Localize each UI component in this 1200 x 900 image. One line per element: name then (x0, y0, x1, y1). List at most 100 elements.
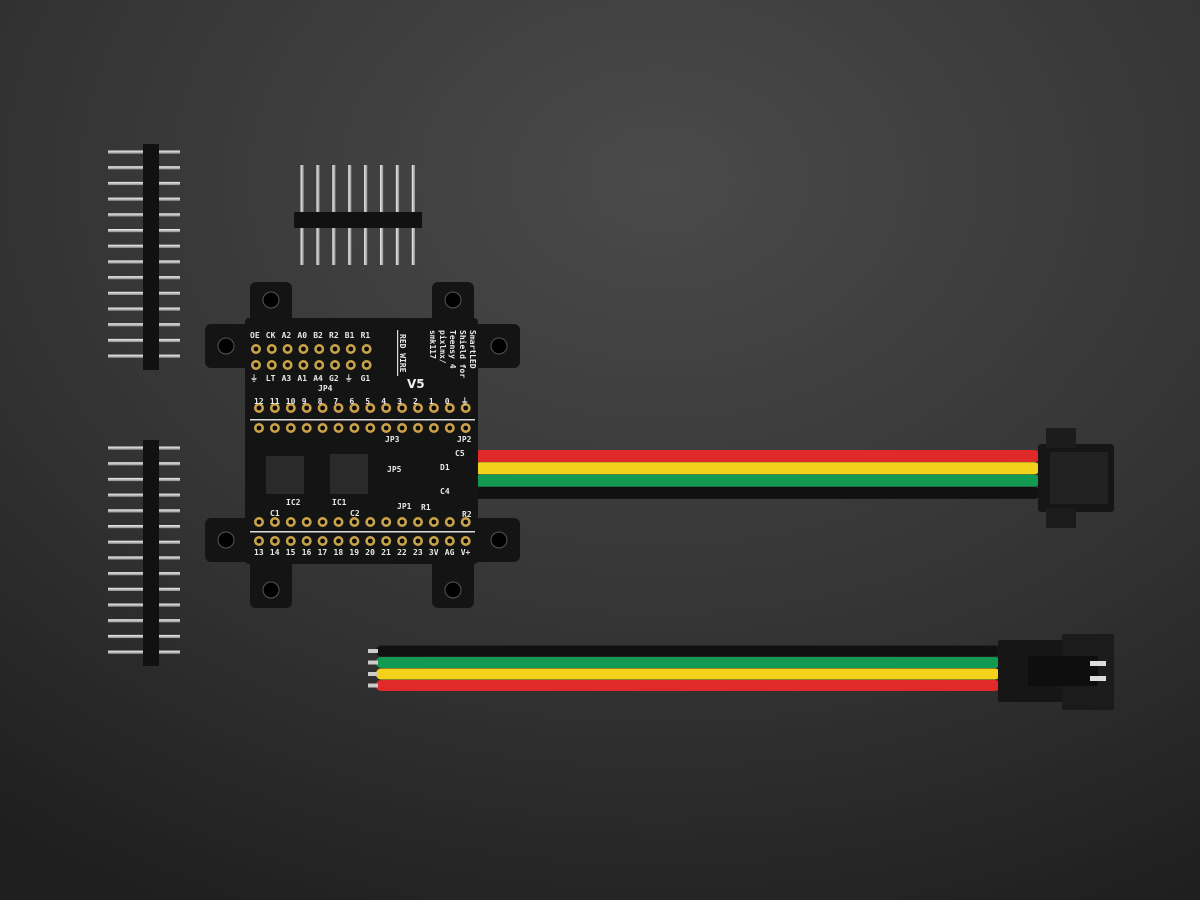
wire (474, 462, 1040, 475)
pad-hole (285, 362, 290, 368)
pin-header-left-bottom (108, 440, 180, 666)
silkscreen-line (397, 330, 399, 376)
pad-hole (415, 425, 421, 431)
component-label: D1 (440, 463, 450, 472)
pad-hole (352, 519, 357, 525)
pad-hole (272, 425, 278, 431)
pad-hole (320, 538, 325, 544)
pin-label: CK (266, 331, 276, 340)
pin-number: 15 (286, 548, 296, 557)
cable-wires (474, 450, 1040, 499)
wire-tip (368, 660, 378, 665)
pin-number: 20 (365, 548, 375, 557)
pad-hole (463, 425, 469, 431)
pin-number: 17 (318, 548, 328, 557)
pin-number: 7 (334, 397, 339, 406)
pin-number: 18 (334, 548, 344, 557)
header-plastic (143, 144, 159, 370)
wire (474, 474, 1040, 487)
pad-hole (415, 519, 421, 525)
pad-hole (256, 425, 262, 431)
pad-hole (336, 538, 341, 544)
pin-label: OE (250, 331, 260, 340)
pad-hole (399, 538, 405, 544)
pad-hole (256, 405, 262, 411)
pad-hole (320, 519, 325, 525)
pad-hole (256, 519, 262, 525)
pin-number: 23 (413, 548, 423, 557)
pin-number: AG (445, 548, 455, 557)
pad-hole (447, 538, 453, 544)
silkscreen-line (250, 419, 475, 421)
socket-connector (1038, 428, 1114, 528)
component-label: JP2 (457, 435, 472, 444)
pad-hole (332, 362, 338, 368)
pin-label: B1 (345, 331, 355, 340)
pin-label: R1 (361, 331, 371, 340)
board-title-line: pixlmx/ (438, 330, 448, 364)
pad-hole (383, 538, 389, 544)
pad-hole (336, 425, 341, 431)
wire (376, 657, 1000, 668)
pad-hole (447, 405, 453, 411)
pad-hole (272, 519, 278, 525)
pad-hole (383, 425, 389, 431)
pad-hole (364, 346, 369, 352)
wire-tip (368, 683, 378, 688)
wire-tip (368, 672, 378, 676)
pad-hole (463, 538, 469, 544)
component-label: C1 (270, 509, 280, 518)
pad-hole (285, 346, 290, 352)
pad-hole (304, 405, 310, 411)
pad-hole (253, 362, 259, 368)
pin-number: 4 (381, 397, 386, 406)
wire (376, 668, 1000, 680)
component-label: JP1 (397, 502, 412, 511)
pin-label: LT (266, 374, 276, 383)
component-label: R1 (421, 503, 431, 512)
pin-number: 8 (318, 397, 323, 406)
pad-hole (288, 538, 294, 544)
wire (474, 486, 1040, 499)
pad-hole (447, 425, 453, 431)
pad-hole (288, 519, 294, 525)
pin-number: 14 (270, 548, 280, 557)
wire (474, 450, 1040, 462)
pin-number: 21 (381, 548, 391, 557)
wire (376, 680, 1000, 691)
pad-hole (288, 425, 294, 431)
pin-number: 12 (254, 397, 264, 406)
pin-number: 16 (302, 548, 312, 557)
pad-hole (399, 425, 405, 431)
pad-hole (431, 538, 437, 544)
pin-number: 6 (349, 397, 354, 406)
pin-number: 0 (445, 397, 450, 406)
pad-hole (415, 538, 421, 544)
board-title-line: Shield for (458, 330, 468, 378)
pin-number: 10 (286, 397, 296, 406)
pad-hole (399, 405, 405, 411)
ic1-chip (330, 454, 368, 494)
pad-hole (269, 346, 275, 352)
pad-hole (256, 538, 262, 544)
pad-hole (383, 405, 389, 411)
pad-hole (367, 425, 373, 431)
pad-hole (336, 405, 341, 411)
pin-label: G2 (329, 374, 339, 383)
version-label: V5 (407, 377, 425, 391)
pad-hole (364, 362, 369, 368)
plug-connector (998, 634, 1114, 710)
pin-number: 2 (413, 397, 418, 406)
pin-label: ⏚ (250, 374, 258, 383)
pad-hole (348, 362, 354, 368)
pin-number: 19 (349, 548, 359, 557)
wire (376, 645, 1000, 657)
component-label: JP4 (318, 384, 333, 393)
pad-hole (316, 362, 322, 368)
pad-hole (431, 405, 437, 411)
pin-label: A1 (297, 374, 307, 383)
pad-hole (332, 346, 338, 352)
pad-hole (463, 519, 469, 525)
